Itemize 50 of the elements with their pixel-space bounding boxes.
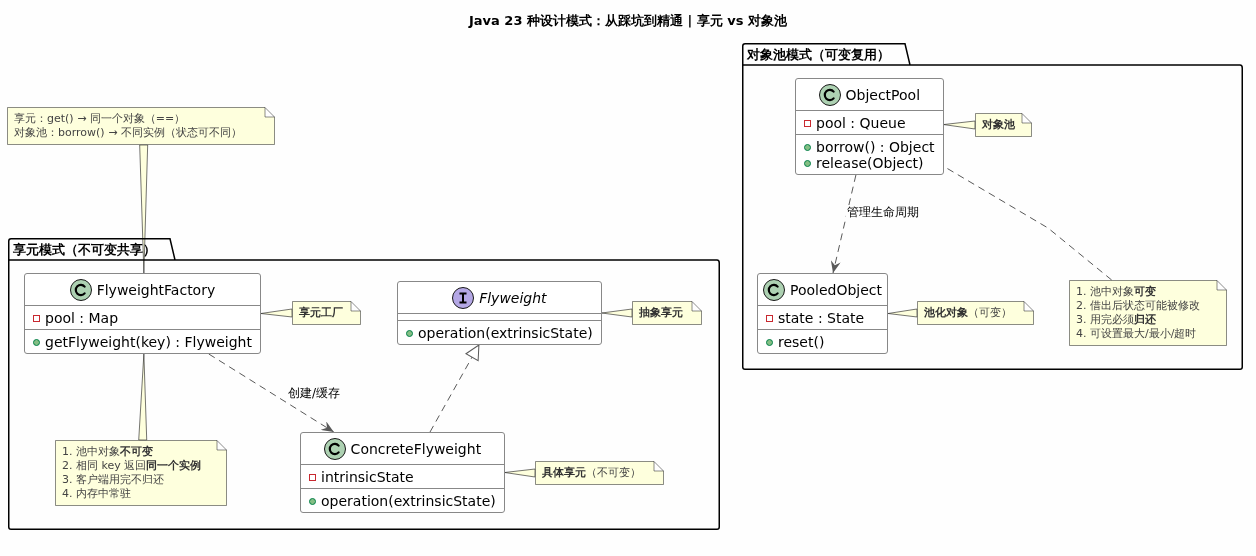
note-connector	[139, 144, 148, 274]
edge-label: 管理生命周期	[846, 205, 920, 220]
class-method: borrow() : Object	[816, 139, 935, 155]
note-text: 具体享元（不可变）	[542, 466, 642, 480]
note-connector	[138, 353, 147, 441]
note-text: 4. 内存中常驻	[62, 487, 132, 501]
note-connector	[260, 308, 293, 318]
note-text: 池化对象（可变）	[924, 306, 1013, 320]
note-text: 对象池	[982, 118, 1016, 132]
diagram-title: Java 23 种设计模式：从踩坑到精通 | 享元 vs 对象池	[468, 13, 788, 28]
interface-name: Flyweight	[479, 289, 547, 306]
class-method: reset()	[778, 334, 825, 350]
class-name: ObjectPool	[845, 86, 921, 103]
note-text: 2. 借出后状态可能被修改	[1076, 299, 1201, 313]
note-text: 2. 相同 key 返回同一个实例	[62, 459, 203, 473]
class-attribute: state : State	[778, 310, 865, 326]
note-connector	[887, 308, 918, 318]
class-box	[757, 273, 889, 354]
class-box	[24, 273, 261, 354]
note-connector	[601, 308, 633, 318]
note-text: 1. 池中对象不可变	[62, 445, 154, 459]
class-attribute: pool : Map	[45, 310, 119, 326]
note-connector	[943, 120, 976, 130]
note-connector	[504, 468, 536, 478]
note-text: 1. 池中对象可变	[1076, 285, 1157, 299]
note-text: 抽象享元	[639, 306, 684, 320]
class-method: getFlyweight(key) : Flyweight	[45, 334, 252, 350]
note-text: 享元工厂	[299, 306, 344, 320]
dependency-arrow	[830, 174, 857, 274]
class-attribute: pool : Queue	[816, 115, 906, 131]
class-name: PooledObject	[790, 281, 883, 298]
note-text: 享元：get() → 同一个对象（==）	[14, 112, 187, 126]
class-method: operation(extrinsicState)	[321, 493, 496, 509]
interface-box	[397, 281, 602, 345]
class-attribute: intrinsicState	[321, 469, 414, 485]
note-text: 4. 可设置最大/最小/超时	[1076, 327, 1198, 341]
class-method: operation(extrinsicState)	[418, 325, 593, 341]
package-title: 对象池模式（可变复用）	[747, 47, 890, 62]
note-text: 3. 用完必须归还	[1076, 313, 1157, 327]
note-text: 3. 客户端用完不归还	[62, 473, 165, 487]
realization-arrow	[429, 344, 480, 433]
note-text: 对象池：borrow() → 不同实例（状态可不同）	[14, 126, 243, 140]
edge-label: 创建/缓存	[287, 386, 342, 401]
class-box	[795, 78, 944, 175]
class-name: FlyweightFactory	[96, 281, 216, 298]
class-box	[300, 432, 505, 513]
class-name: ConcreteFlyweight	[350, 440, 482, 457]
class-method: release(Object)	[816, 155, 924, 171]
dependency-arrow	[208, 353, 335, 433]
package-title: 享元模式（不可变共享）	[13, 242, 156, 257]
